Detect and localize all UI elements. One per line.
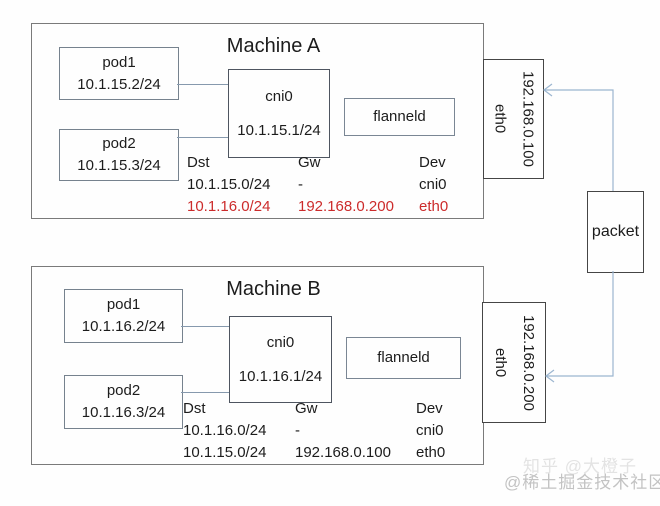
eth-ip: 192.168.0.200 xyxy=(519,314,537,411)
machine-a-eth0-box: 192.168.0.100 eth0 xyxy=(483,59,544,179)
arrowhead-left-icon xyxy=(543,83,553,97)
eth-iface: eth0 xyxy=(492,347,509,378)
pod-name: pod2 xyxy=(102,135,136,152)
pod-name: pod1 xyxy=(102,53,136,71)
route-header-dev: Dev xyxy=(419,154,446,171)
pod1-cni0-link xyxy=(177,84,228,85)
route-cell-highlight: eth0 xyxy=(419,198,449,215)
machine-b-flanneld-box: flanneld xyxy=(346,337,461,379)
route-header-gw: Gw xyxy=(295,400,318,417)
machine-b-route-table: Dst Gw Dev 10.1.16.0/24 - cni0 10.1.15.0… xyxy=(183,398,445,464)
machine-a-pod2-box: pod2 10.1.15.3/24 xyxy=(59,129,179,181)
eth-iface: eth0 xyxy=(491,104,509,134)
eth0-vertical-label: 192.168.0.100 eth0 xyxy=(486,71,542,167)
machine-a-flanneld-box: flanneld xyxy=(344,98,455,136)
bridge-ip: 10.1.16.1/24 xyxy=(238,367,323,385)
machine-b-eth0-box: 192.168.0.200 eth0 xyxy=(482,302,546,423)
machine-b-box: Machine B pod1 10.1.16.2/24 pod2 10.1.16… xyxy=(31,266,484,465)
route-cell: - xyxy=(295,422,300,439)
packet-to-eth0-a-line xyxy=(544,89,614,191)
route-cell: 10.1.15.0/24 xyxy=(187,176,271,193)
pod2-cni0-link xyxy=(177,137,228,138)
watermark-zhihu: 知乎 @大橙子 xyxy=(523,457,637,476)
machine-a-title: Machine A xyxy=(226,35,321,57)
route-cell: 192.168.0.100 xyxy=(295,444,391,461)
daemon-label: flanneld xyxy=(373,108,426,125)
route-cell: 10.1.16.0/24 xyxy=(183,422,267,439)
packet-box: packet xyxy=(587,191,644,273)
machine-b-title: Machine B xyxy=(226,278,321,300)
pod-ip: 10.1.15.3/24 xyxy=(77,157,161,174)
route-header-dev: Dev xyxy=(416,400,443,417)
machine-a-pod1-box: pod1 10.1.15.2/24 xyxy=(59,47,179,100)
pod1-cni0-link xyxy=(181,326,229,327)
route-header-gw: Gw xyxy=(298,154,321,171)
route-cell-highlight: 10.1.16.0/24 xyxy=(187,198,271,215)
bridge-name: cni0 xyxy=(266,333,295,351)
bridge-ip: 10.1.15.1/24 xyxy=(237,121,321,139)
pod-ip: 10.1.15.2/24 xyxy=(77,75,161,93)
pod-ip: 10.1.16.2/24 xyxy=(81,318,166,335)
bridge-name: cni0 xyxy=(265,87,293,105)
packet-label: packet xyxy=(591,223,640,240)
eth-ip: 192.168.0.100 xyxy=(519,71,537,167)
pod-name: pod1 xyxy=(106,296,141,313)
route-header-dst: Dst xyxy=(187,154,210,171)
machine-b-pod2-box: pod2 10.1.16.3/24 xyxy=(64,375,183,429)
route-header-dst: Dst xyxy=(183,400,206,417)
route-cell: 10.1.15.0/24 xyxy=(183,444,267,461)
route-cell-highlight: 192.168.0.200 xyxy=(298,198,394,215)
eth0-vertical-label: 192.168.0.200 eth0 xyxy=(486,315,542,411)
machine-a-box: Machine A pod1 10.1.15.2/24 pod2 10.1.15… xyxy=(31,23,484,219)
arrowhead-left-icon xyxy=(545,369,555,383)
pod2-cni0-link xyxy=(181,392,229,393)
machine-a-cni0-box: cni0 10.1.15.1/24 xyxy=(228,69,330,158)
route-cell: cni0 xyxy=(416,422,444,439)
daemon-label: flanneld xyxy=(377,349,430,366)
pod-name: pod2 xyxy=(106,382,141,399)
machine-b-cni0-box: cni0 10.1.16.1/24 xyxy=(229,316,332,403)
machine-a-route-table: Dst Gw Dev 10.1.15.0/24 - cni0 10.1.16.0… xyxy=(187,152,448,218)
pod-ip: 10.1.16.3/24 xyxy=(81,404,166,421)
route-cell: cni0 xyxy=(419,176,447,193)
packet-to-eth0-b-line xyxy=(546,271,614,377)
route-cell: - xyxy=(298,176,303,193)
watermark-juejin: @稀土掘金技术社区 xyxy=(504,473,660,492)
route-cell: eth0 xyxy=(416,444,446,461)
machine-b-pod1-box: pod1 10.1.16.2/24 xyxy=(64,289,183,343)
